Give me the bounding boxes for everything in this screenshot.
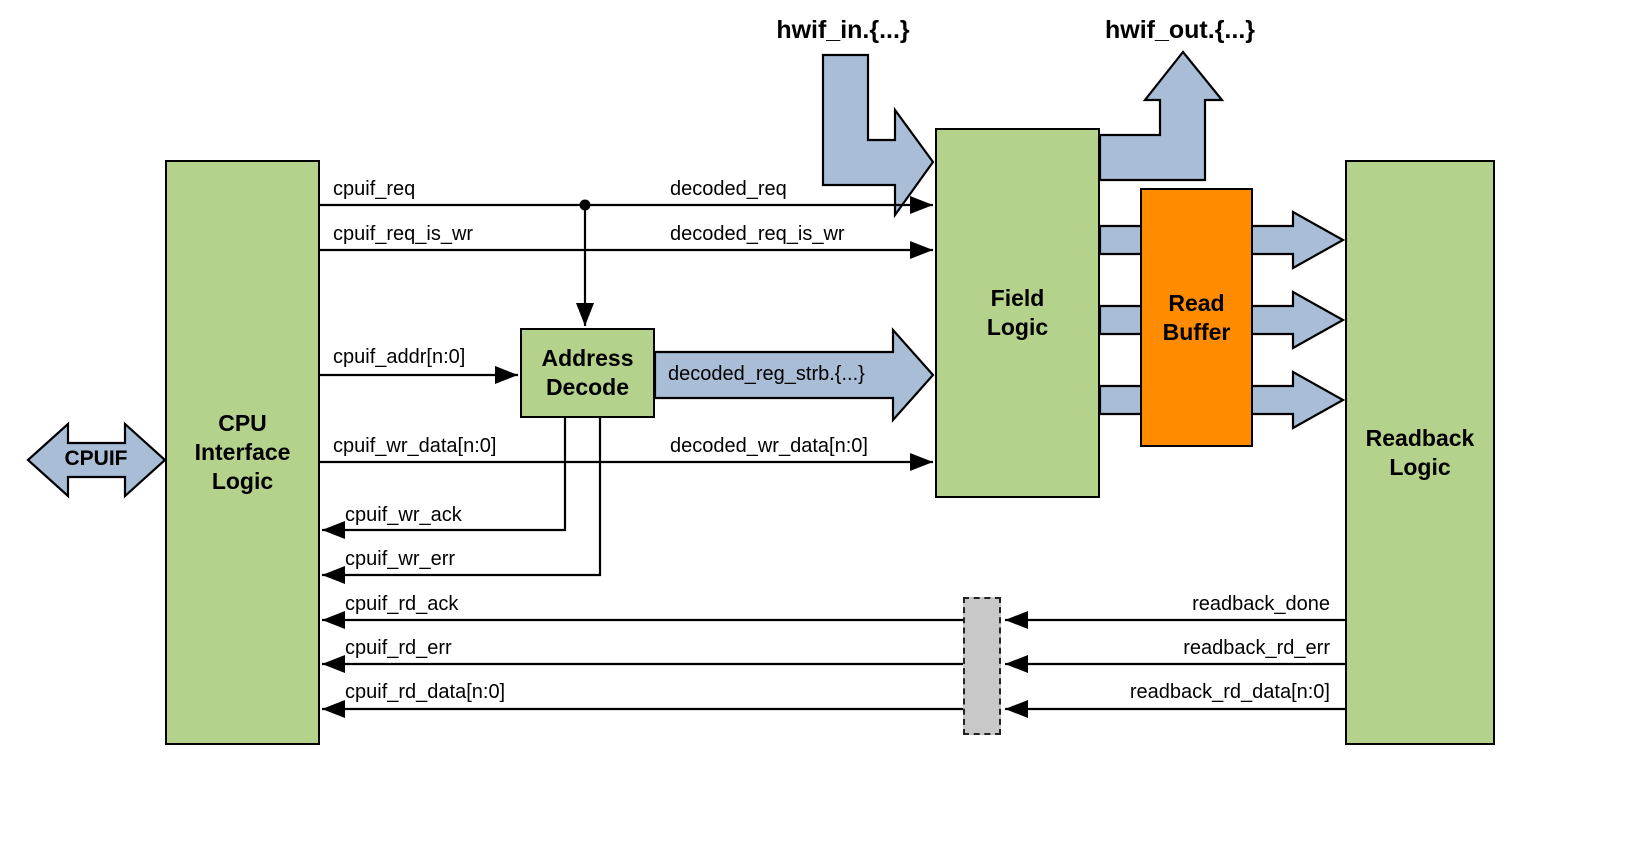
signal-label-cpuif-wr-data: cpuif_wr_data[n:0] [333,435,497,457]
field-logic-label: Field Logic [986,285,1049,340]
read-buffer-block: Read Buffer [1140,188,1253,447]
address-decode-label: Address Decode [541,345,634,400]
field-logic-block: Field Logic [935,128,1100,498]
signal-label-decoded-wr-data: decoded_wr_data[n:0] [670,435,868,457]
signal-label-cpuif-wr-ack: cpuif_wr_ack [345,504,462,526]
wire-junction-dot [579,199,591,211]
signal-label-cpuif-req-is-wr: cpuif_req_is_wr [333,223,474,245]
signal-label-cpuif-req: cpuif_req [333,178,416,200]
readback-pipeline-register [963,597,1001,735]
cpu-interface-logic-block: CPU Interface Logic [165,160,320,745]
read-buffer-label: Read Buffer [1162,289,1231,345]
decoded-reg-strb-label: decoded_reg_strb.{...} [668,363,865,385]
signal-label-readback-done: readback_done [1192,593,1330,615]
readback-logic-label: Readback Logic [1365,424,1475,480]
signal-label-cpuif-rd-err: cpuif_rd_err [345,637,452,659]
hwif-in-bus-arrow [821,53,935,219]
cpuif-bus-label: CPUIF [64,447,128,470]
wire-cpuif-wr-ack [322,418,567,539]
hwif-out-label: hwif_out.{...} [1105,16,1255,44]
hwif-in-label: hwif_in.{...} [776,16,910,44]
decoded-reg-strb-bus-arrow [653,327,935,423]
signal-label-decoded-req: decoded_req [670,178,787,200]
signal-label-cpuif-rd-ack: cpuif_rd_ack [345,593,459,615]
signal-label-readback-rd-err: readback_rd_err [1183,637,1330,659]
readback-logic-block: Readback Logic [1345,160,1495,745]
signal-label-readback-rd-data: readback_rd_data[n:0] [1129,681,1330,703]
signal-label-cpuif-rd-data: cpuif_rd_data[n:0] [345,681,506,703]
address-decode-block: Address Decode [520,328,655,418]
signal-label-cpuif-wr-err: cpuif_wr_err [345,548,456,570]
signal-label-cpuif-addr: cpuif_addr[n:0] [333,346,466,368]
cpu-interface-logic-label: CPU Interface Logic [194,410,291,494]
signal-label-decoded-req-is-wr: decoded_req_is_wr [670,223,845,245]
hwif-out-bus-arrow [1098,50,1225,182]
wire-cpuif-wr-err [322,418,602,584]
